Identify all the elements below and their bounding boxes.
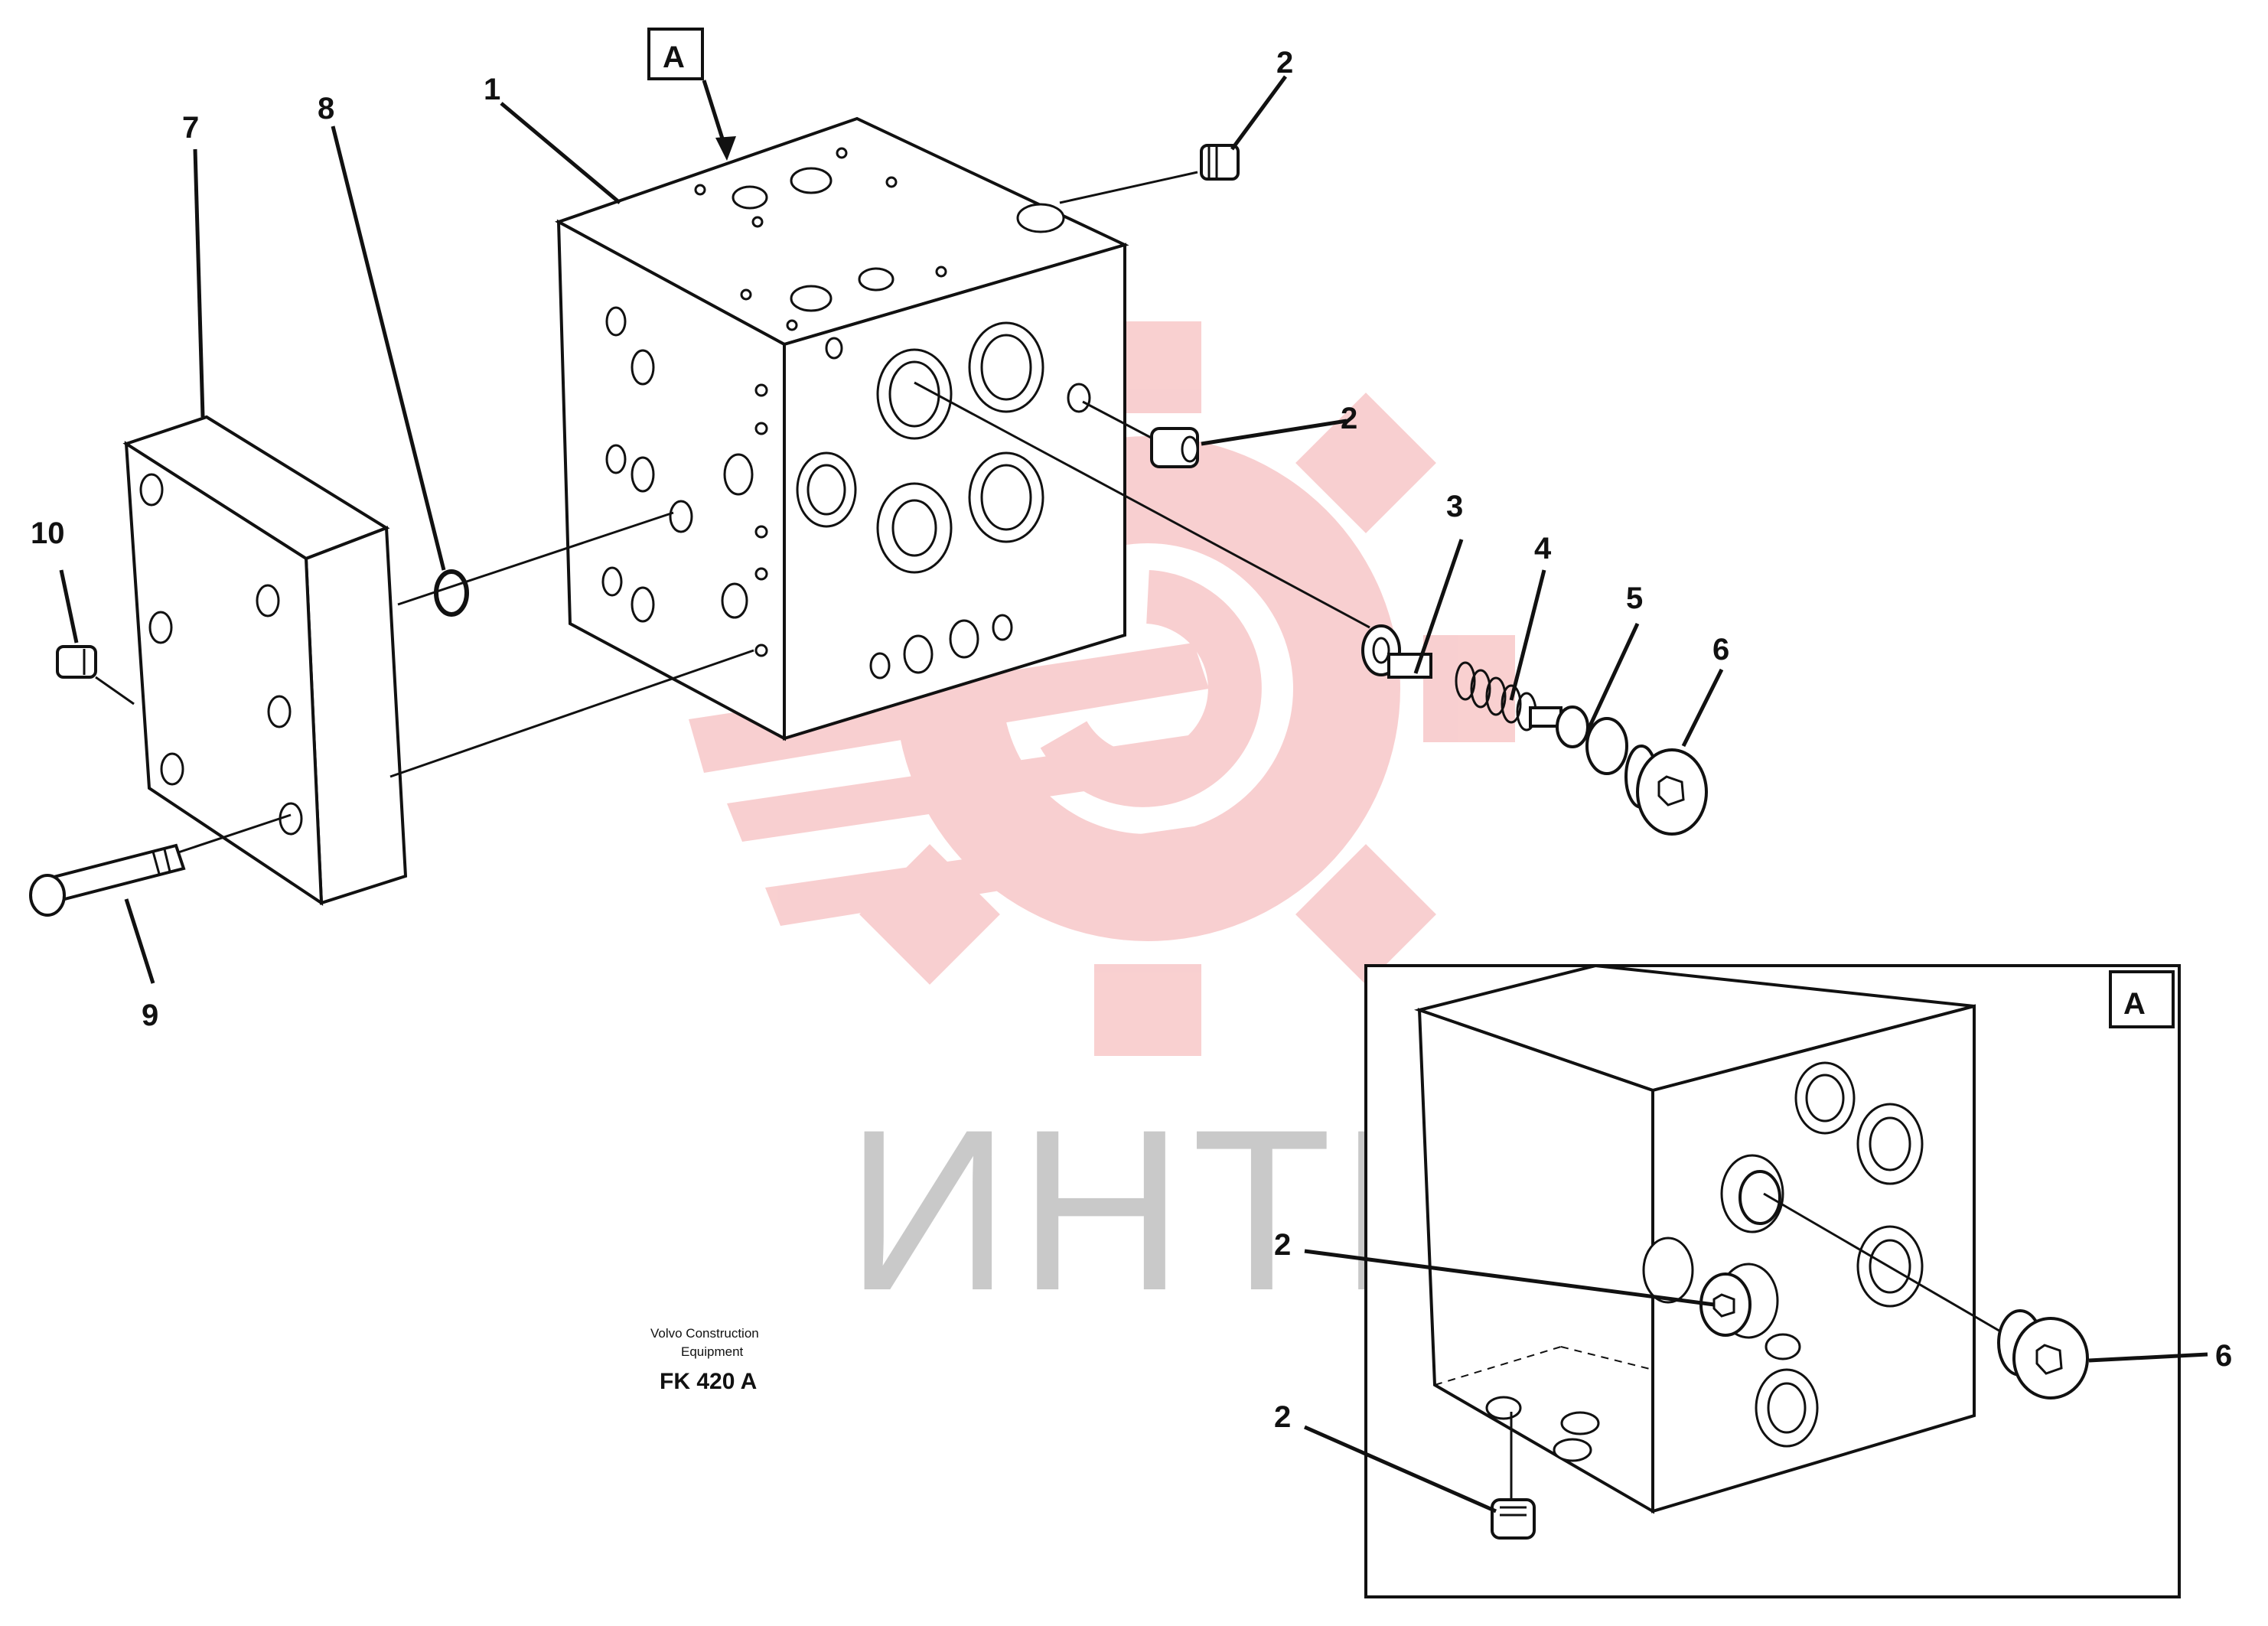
callout-6: 6 (1712, 633, 1729, 666)
plug-2-top (1200, 144, 1240, 181)
callout-7: 7 (182, 111, 199, 145)
inset-callout-2-upper: 2 (1274, 1228, 1291, 1262)
bolt-9 (29, 843, 186, 917)
cover-plate (122, 415, 408, 906)
plug-2-side (1150, 427, 1199, 468)
assembly-lines (95, 171, 1370, 855)
inset-view-marker-label: A (2123, 987, 2146, 1021)
inset-callout-2-lower: 2 (1274, 1400, 1291, 1434)
callout-2-top: 2 (1276, 46, 1293, 80)
callout-4: 4 (1534, 532, 1552, 565)
callout-leaders (59, 75, 1724, 984)
callout-8: 8 (318, 92, 334, 125)
seal-3 (1361, 624, 1432, 679)
view-marker-box (647, 28, 704, 80)
caption-code: FK 420 A (660, 1369, 757, 1394)
callout-3: 3 (1446, 490, 1463, 523)
inset-view (1303, 963, 2208, 1598)
callout-10: 10 (31, 516, 65, 550)
inset-callout-6: 6 (2215, 1339, 2232, 1373)
valve-block (555, 116, 1129, 741)
callout-9: 9 (142, 999, 158, 1032)
plug-10 (56, 645, 97, 679)
valve-5 (1556, 705, 1628, 775)
spring-4 (1455, 661, 1563, 732)
o-ring-8 (434, 569, 469, 617)
callout-5: 5 (1626, 582, 1643, 615)
plug-6 (1624, 745, 1708, 836)
view-marker-label: A (663, 41, 685, 74)
callout-2-side: 2 (1341, 402, 1357, 435)
callout-1: 1 (484, 73, 500, 106)
caption-line-2: Equipment (681, 1344, 744, 1359)
caption-line-1: Volvo Construction (650, 1326, 759, 1341)
